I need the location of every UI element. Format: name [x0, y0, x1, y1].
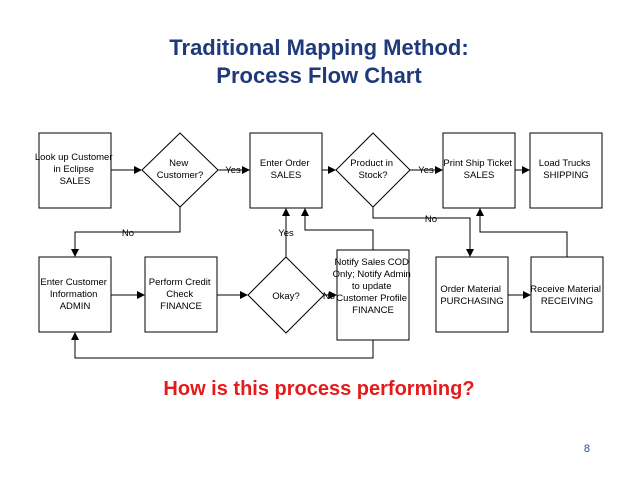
node-notify-sales [336, 249, 410, 341]
performance-question: How is this process performing? [163, 378, 475, 400]
title-line-1: Traditional Mapping Method: [169, 35, 469, 60]
edge-label-no-new: No [122, 228, 134, 239]
edge-label-yes-okay: Yes [278, 228, 294, 239]
node-enter-customer [38, 256, 112, 333]
node-order-material [435, 256, 509, 333]
edge-notify-to-enter-order [301, 208, 374, 250]
label-enter-order: Enter Order SALES [260, 158, 312, 181]
node-lookup-customer [38, 132, 112, 209]
page-number: 8 [583, 443, 590, 455]
edge-product-no-to-order-material [372, 207, 474, 257]
label-perform-credit: Perform Credit Check FINANCE [149, 277, 213, 312]
node-okay-decision [247, 256, 325, 334]
slide-title: Traditional Mapping Method: Process Flow… [0, 34, 638, 90]
edge-receive-to-print [476, 208, 568, 257]
edge-new-no-to-enter-customer [71, 207, 181, 257]
label-product-in-stock: Product in Stock? [350, 158, 395, 181]
label-load-trucks: Load Trucks SHIPPING [539, 158, 593, 181]
edge-label-yes-new: Yes [225, 165, 241, 176]
node-enter-order [249, 132, 323, 209]
edge-label-no-okay: No [323, 291, 335, 302]
title-line-2: Process Flow Chart [216, 63, 422, 88]
label-print-ship-ticket: Print Ship Ticket SALES [443, 158, 514, 181]
label-order-material: Order Material PURCHASING [440, 284, 503, 307]
label-enter-customer: Enter Customer Information ADMIN [40, 277, 109, 312]
edge-notify-loop-to-enter-customer [71, 332, 374, 359]
node-receive-material [530, 256, 604, 333]
label-notify-sales: Notify Sales COD Only; Notify Admin to u… [333, 257, 414, 316]
edge-label-yes-product: Yes [418, 165, 434, 176]
node-load-trucks [529, 132, 603, 209]
label-receive-material: Receive Material RECEIVING [530, 284, 603, 307]
label-lookup-customer: Look up Customer in Eclipse SALES [35, 152, 115, 187]
label-new-customer: New Customer? [157, 158, 203, 181]
edge-label-no-product: No [425, 214, 437, 225]
label-okay: Okay? [272, 291, 299, 302]
node-print-ship-ticket [442, 132, 516, 209]
